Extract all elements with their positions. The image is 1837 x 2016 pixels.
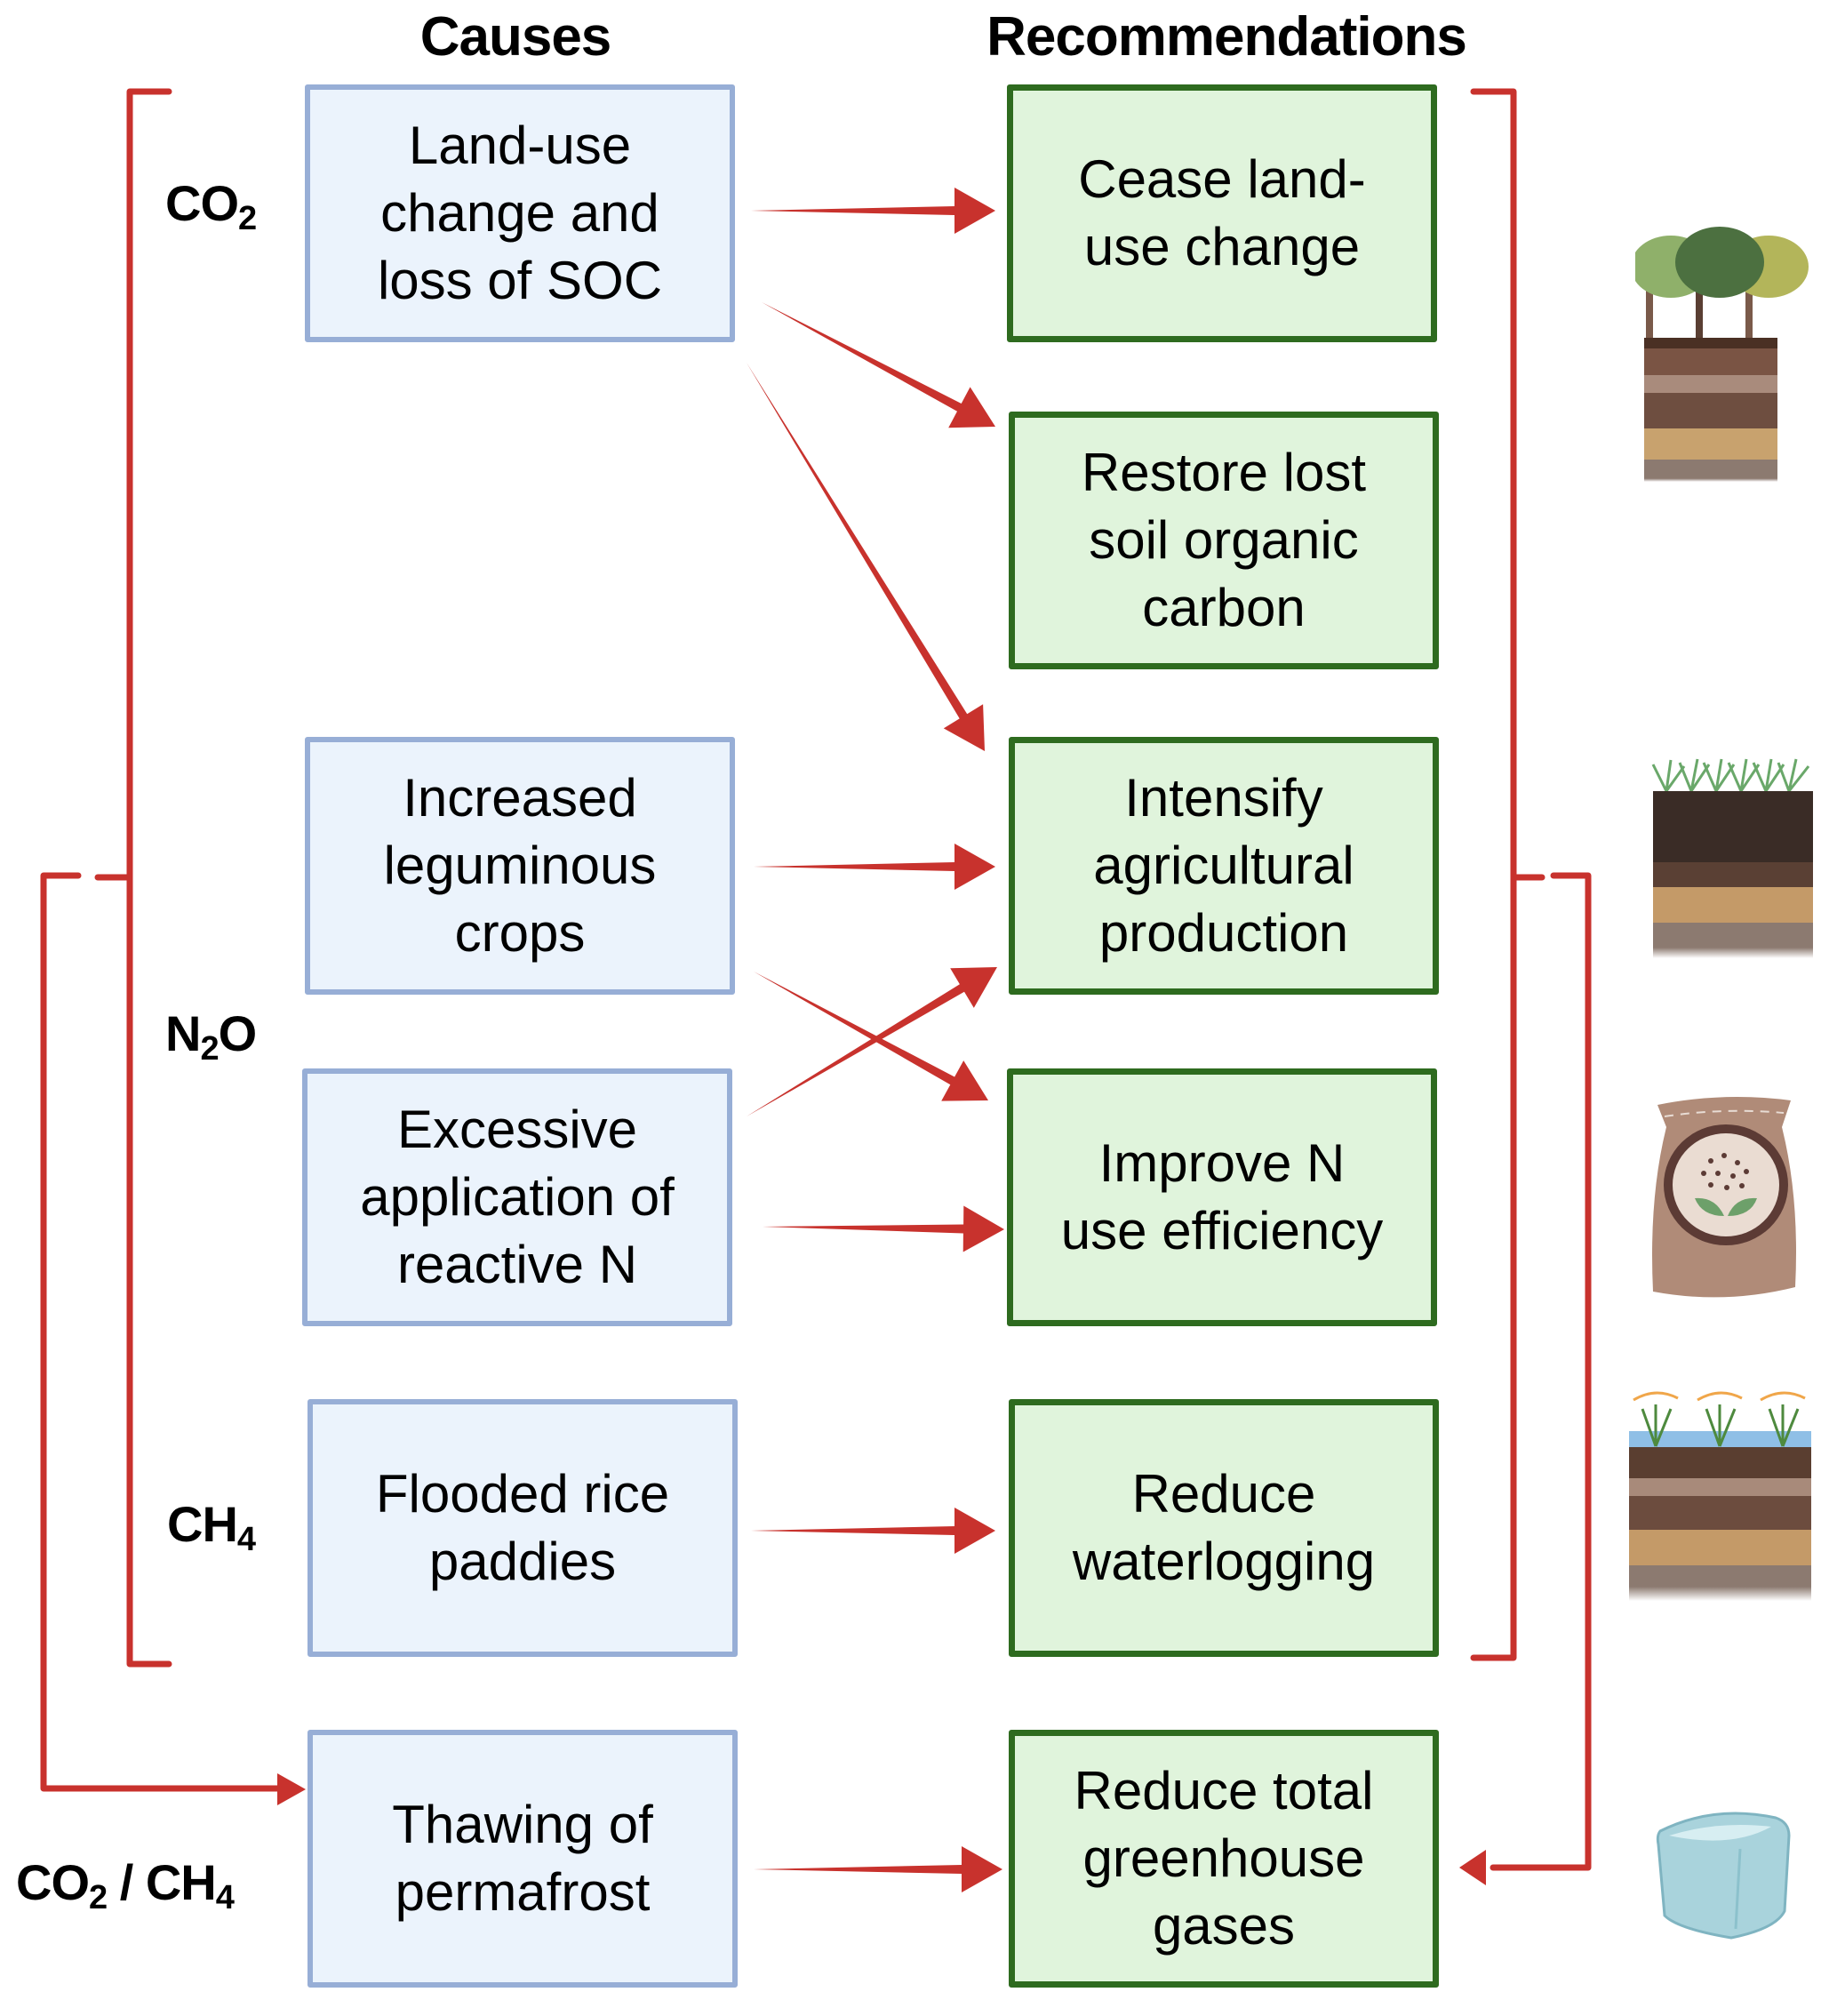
ice-cube-icon: [1656, 1812, 1791, 1940]
cause-box-permafrost: Thawing of permafrost: [307, 1730, 738, 1988]
arrow-reactive-n-to-intensify: [747, 967, 997, 1116]
grassland-soil-profile-icon: [1651, 758, 1813, 958]
cause-box-land-use: Land-use change and loss of SOC: [305, 84, 735, 342]
arrow-permafrost-to-total-ghg: [754, 1846, 1002, 1892]
cause-box-rice: Flooded rice paddies: [307, 1399, 738, 1657]
rec-box-restore-soc: Restore lost soil organic carbon: [1009, 412, 1439, 669]
gas-label-n2o: N2O: [165, 1005, 257, 1068]
forest-soil-profile-icon: [1635, 227, 1809, 482]
causes-header: Causes: [419, 6, 612, 68]
arrow-legumes-to-n-efficiency: [754, 972, 988, 1101]
arrow-land-use-to-restore-soc: [762, 302, 995, 428]
arrowhead-to-permafrost: [277, 1773, 306, 1805]
arrow-land-use-to-intensify: [747, 363, 985, 751]
left-outer-line: [40, 872, 288, 1792]
gas-label-co2-ch4: CO2 / CH4: [16, 1854, 235, 1916]
rec-box-waterlogging: Reduce waterlogging: [1009, 1399, 1439, 1657]
rec-box-intensify: Intensify agricultural production: [1009, 737, 1439, 995]
rec-box-n-efficiency: Improve N use efficiency: [1007, 1068, 1437, 1326]
gas-label-ch4: CH4: [167, 1496, 256, 1558]
recommendations-header: Recommendations: [986, 6, 1467, 68]
rec-box-total-ghg: Reduce total greenhouse gases: [1009, 1730, 1439, 1988]
cause-box-legumes: Increased leguminous crops: [305, 737, 735, 995]
fertilizer-bag-icon: [1652, 1097, 1796, 1298]
arrowhead-to-total-ghg: [1459, 1850, 1486, 1885]
rec-box-cease-land-use: Cease land- use change: [1007, 84, 1437, 342]
gas-label-co2: CO2: [165, 175, 257, 237]
left-gas-bracket: [126, 88, 172, 1668]
arrow-legumes-to-intensify: [754, 844, 995, 890]
rice-paddy-soil-profile-icon: [1629, 1391, 1811, 1601]
right-rec-bracket: [1470, 88, 1517, 1661]
arrow-land-use-to-cease-luc: [751, 188, 995, 234]
right-outer-line: [1490, 872, 1592, 1871]
tapered-arrows: [747, 188, 1004, 1892]
cause-box-reactive-n: Excessive application of reactive N: [302, 1068, 732, 1326]
arrow-rice-to-waterlogging: [751, 1508, 995, 1554]
arrow-reactive-n-to-n-efficiency: [763, 1205, 1004, 1252]
